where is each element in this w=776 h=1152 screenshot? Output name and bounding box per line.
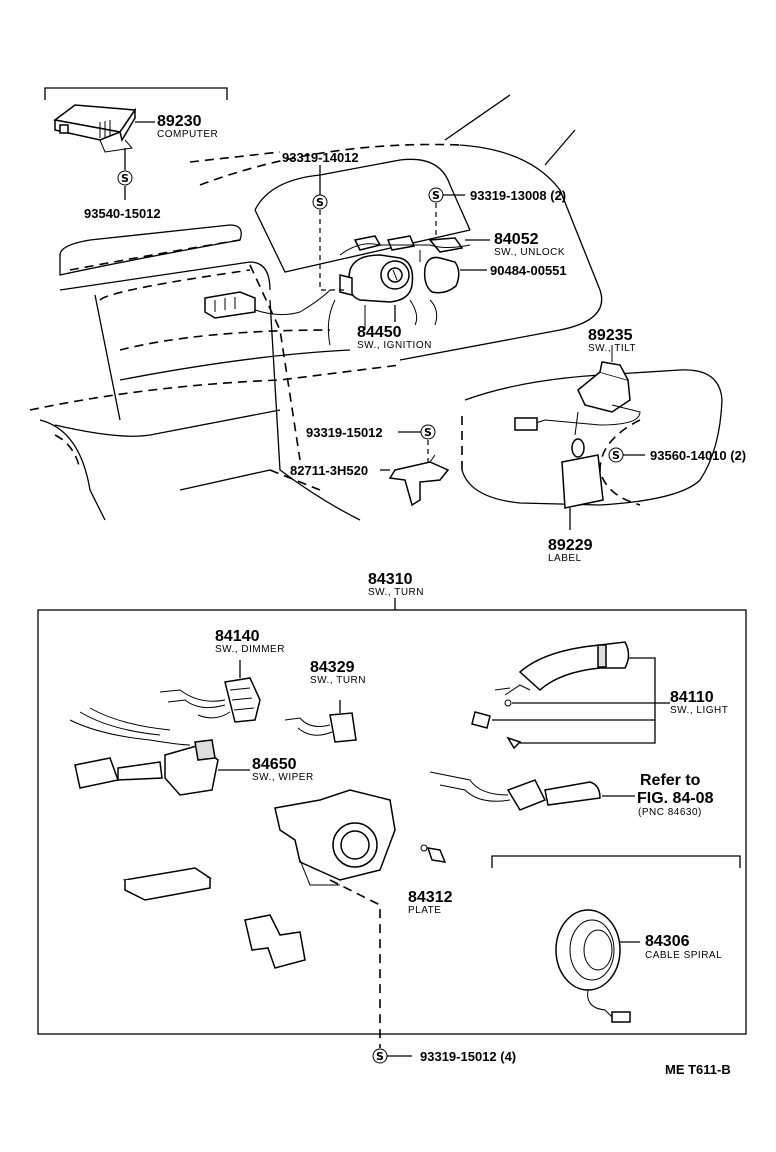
svg-text:S: S [424,426,432,439]
callout-84312-desc: PLATE [408,905,441,916]
connector-plug [204,291,256,319]
turn-switch-assembly-box [37,609,747,1035]
svg-text:S: S [376,1050,384,1063]
plate-84312[interactable] [420,844,447,863]
cable-spiral-bracket [491,855,741,868]
unlock-switch-84052[interactable] [339,235,471,262]
callout-84052-desc: SW., UNLOCK [494,247,565,258]
svg-text:S: S [612,449,620,462]
callout-93560: 93560-14010 (2) [650,448,746,463]
callout-89235-desc: SW., TILT [588,343,636,354]
light-switch-84110[interactable] [494,641,630,696]
callout-84140-number: 84140 [215,628,260,645]
connector-block[interactable] [122,867,212,901]
refer-line3: (PNC 84630) [638,807,702,818]
light-switch-small-parts [471,657,670,750]
callout-93540: 93540-15012 [84,206,161,221]
turn-switch-housing[interactable] [274,789,396,886]
callout-89229-desc: LABEL [548,553,582,564]
computer-bracket [44,87,228,100]
tilt-switch-89235[interactable] [514,345,641,431]
callout-84310-number: 84310 [368,571,413,588]
svg-text:S: S [121,172,129,185]
callout-84110-desc: SW., LIGHT [670,705,728,716]
screw-icon: S [420,424,436,440]
callout-84306-number: 84306 [645,933,690,950]
screw-icon: S [428,187,444,203]
callout-84450-number: 84450 [357,324,402,341]
callout-93319-15012-4: 93319-15012 (4) [420,1049,516,1064]
callout-84140-desc: SW., DIMMER [215,644,285,655]
refer-line2: FIG. 84-08 [637,790,714,807]
callout-84450-desc: SW., IGNITION [357,340,432,351]
callout-93319-13008: 93319-13008 (2) [470,188,566,203]
callout-84052-number: 84052 [494,231,539,248]
dimmer-switch-84140[interactable] [159,677,261,723]
callout-84310-desc: SW., TURN [368,587,424,598]
callout-89229-number: 89229 [548,537,593,554]
dashboard-outline [29,94,603,521]
headlamp-lever[interactable] [429,771,601,811]
diagram-code: ME T611-B [665,1062,731,1077]
screw-icon: S [312,194,328,210]
screw-icon: S [117,170,133,186]
callout-84329-number: 84329 [310,659,355,676]
label-89229[interactable] [561,411,604,509]
callout-93319-14012: 93319-14012 [282,150,359,165]
callout-84110-number: 84110 [670,689,714,706]
callout-90484: 90484-00551 [490,263,567,278]
turn-switch-84329[interactable] [284,712,357,743]
callout-89230-number: 89230 [157,113,202,130]
callout-82711: 82711-3H520 [290,463,368,478]
callout-84329-desc: SW., TURN [310,675,366,686]
screw-icon: S [608,447,624,463]
cable-spiral-84306[interactable] [555,909,631,1023]
wiper-switch-84650[interactable] [69,707,219,796]
computer-89230[interactable] [53,104,137,153]
refer-line1: Refer to [640,772,701,789]
svg-text:S: S [432,189,440,202]
svg-text:S: S [316,196,324,209]
callout-89230-desc: COMPUTER [157,129,218,140]
screw-icon: S [372,1048,388,1064]
key-cylinder-90484[interactable] [409,256,460,326]
mount-bracket[interactable] [244,914,306,969]
callout-84650-desc: SW., WIPER [252,772,314,783]
bracket-82711[interactable] [388,454,450,507]
callout-93319-15012: 93319-15012 [306,425,383,440]
callout-89235-number: 89235 [588,327,633,344]
callout-84306-desc: CABLE SPIRAL [645,950,722,961]
callout-84650-number: 84650 [252,756,297,773]
callout-84312-number: 84312 [408,889,453,906]
